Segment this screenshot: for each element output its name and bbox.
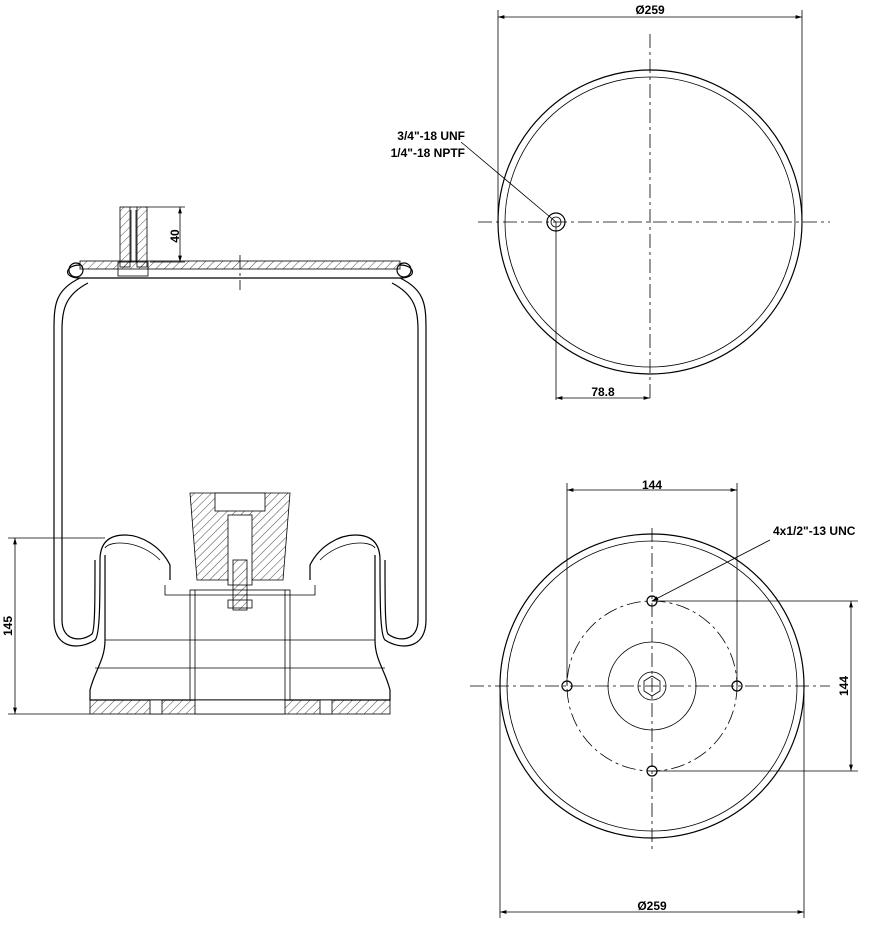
height-dimension-label: 145 [1,616,15,636]
bolt-thread-label: 4x1/2"-13 UNC [773,524,856,538]
bumper [189,492,291,611]
dim-40: 40 [145,206,185,263]
bolt-spacing-horizontal-label: 144 [642,478,662,492]
stud-dimension-label: 40 [168,229,182,243]
top-view: 3/4"-18 UNF 1/4"-18 NPTF Ø259 78.8 [391,3,830,400]
dim-145: 145 [1,537,105,715]
top-diameter-label: Ø259 [635,3,665,17]
air-fitting-stud [117,206,149,277]
bolt-spacing-vertical-label: 144 [837,676,851,696]
port-offset-label: 78.8 [591,385,615,399]
bottom-view: 144 144 4x1/2"-13 UNC Ø259 [470,478,858,918]
piston [89,555,391,715]
port-thread-label-2: 1/4"-18 NPTF [391,146,465,160]
port-thread-label-1: 3/4"-18 UNF [397,129,465,143]
rubber-bellow [53,277,427,647]
side-view: 40 145 [1,206,427,715]
bottom-diameter-label: Ø259 [637,899,667,913]
